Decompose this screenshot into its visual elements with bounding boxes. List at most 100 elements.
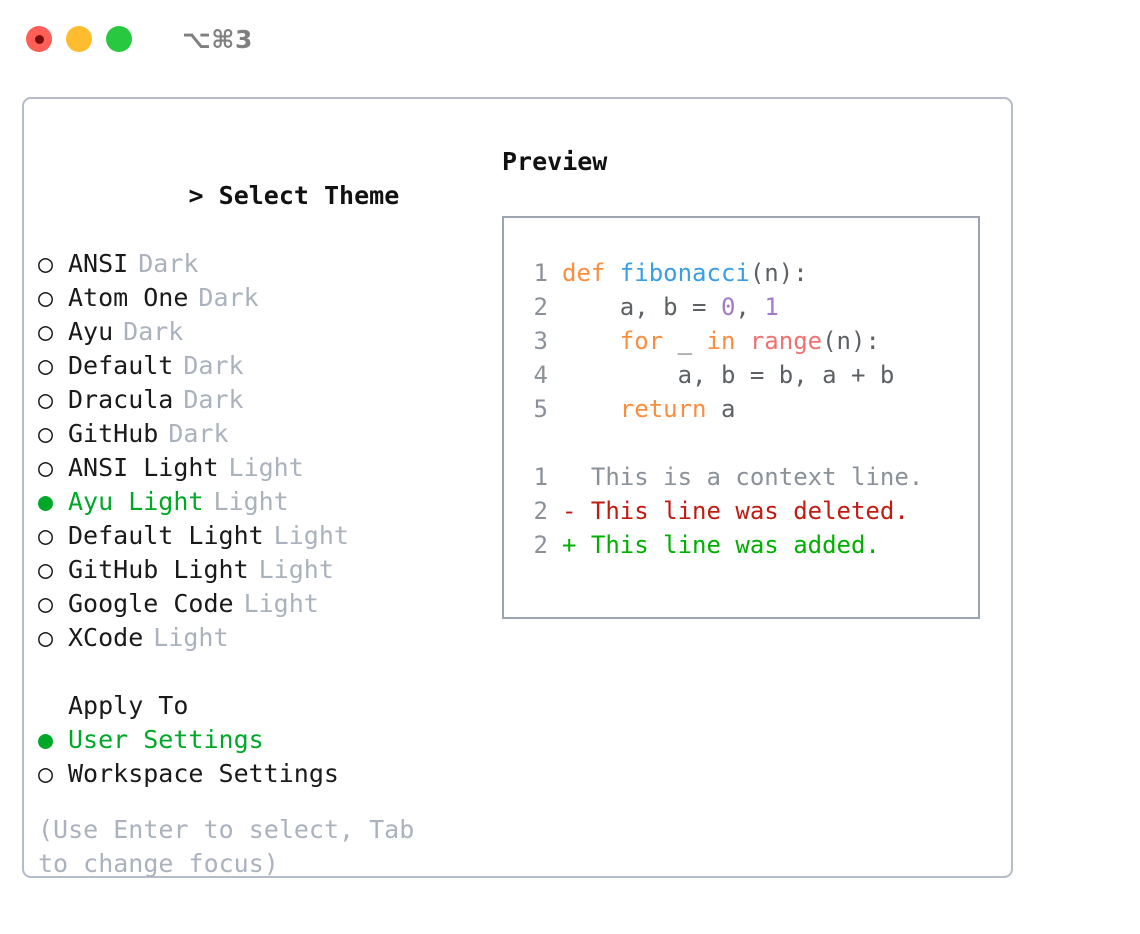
code-line: 1 def fibonacci(n):	[504, 256, 978, 290]
radio-unselected-icon: ○	[38, 453, 54, 482]
theme-variant-label: Light	[243, 589, 319, 618]
token-kw: def	[562, 259, 620, 287]
token-var: a, b =	[562, 293, 721, 321]
radio-unselected-icon: ○	[38, 283, 54, 312]
theme-variant-label: Light	[258, 555, 334, 584]
line-number: 2	[533, 293, 548, 321]
theme-option-github-light[interactable]: ○ GitHub Light Light	[38, 553, 498, 587]
theme-name: GitHub Light	[68, 555, 249, 584]
code-text: def fibonacci(n):	[562, 256, 808, 290]
theme-variant-label: Dark	[123, 317, 184, 346]
apply-option-workspace-settings[interactable]: ○ Workspace Settings	[38, 757, 498, 791]
token-var: _	[677, 327, 707, 355]
radio-unselected-icon: ○	[38, 419, 54, 448]
line-number: 2	[533, 531, 548, 559]
radio-unselected-icon: ○	[38, 759, 54, 788]
radio-unselected-icon: ○	[38, 249, 54, 278]
theme-option-google-code[interactable]: ○ Google Code Light	[38, 587, 498, 621]
line-number: 1	[533, 463, 548, 491]
minimize-button[interactable]	[66, 26, 92, 52]
keyboard-shortcut-label: ⌥⌘3	[182, 24, 253, 54]
diff-text: + This line was added.	[562, 531, 880, 559]
diff-text: - This line was deleted.	[562, 497, 909, 525]
apply-option-user-settings[interactable]: ● User Settings	[38, 723, 498, 757]
select-theme-heading: > Select Theme	[38, 145, 498, 247]
theme-option-github[interactable]: ○ GitHub Dark	[38, 417, 498, 451]
close-button[interactable]	[26, 26, 52, 52]
theme-name: Default	[68, 351, 174, 380]
theme-variant-label: Dark	[198, 283, 259, 312]
theme-variant-label: Light	[213, 487, 289, 516]
theme-variant-label: Light	[153, 623, 229, 652]
radio-unselected-icon: ○	[38, 555, 54, 584]
theme-name: Atom One	[68, 283, 189, 312]
token-num: 1	[764, 293, 779, 321]
token-punc: (n):	[749, 259, 808, 287]
code-line: 4 a, b = b, a + b	[504, 358, 978, 392]
code-text: a, b = b, a + b	[562, 358, 895, 392]
apply-option-label: Workspace Settings	[68, 759, 339, 788]
apply-option-label: User Settings	[68, 725, 264, 754]
radio-unselected-icon: ○	[38, 317, 54, 346]
theme-name: XCode	[68, 623, 144, 652]
token-var: a	[720, 395, 736, 423]
radio-selected-icon: ●	[38, 487, 54, 516]
theme-option-atom-one[interactable]: ○ Atom One Dark	[38, 281, 498, 315]
theme-name: Dracula	[68, 385, 174, 414]
radio-selected-icon: ●	[38, 725, 54, 754]
diff-line-add: 2 + This line was added.	[504, 528, 978, 562]
theme-name: ANSI	[68, 249, 129, 278]
token-call: range	[749, 327, 823, 355]
radio-unselected-icon: ○	[38, 521, 54, 550]
theme-name: Google Code	[68, 589, 234, 618]
diff-text: This is a context line.	[562, 463, 924, 491]
diff-sample: 1 This is a context line. 2 - This line wa…	[504, 460, 978, 562]
theme-name: Ayu	[68, 317, 114, 346]
code-text: return a	[562, 392, 736, 426]
line-number: 4	[533, 361, 548, 389]
line-number: 2	[533, 497, 548, 525]
token-punc: ,	[735, 293, 765, 321]
line-number: 3	[533, 327, 548, 355]
token-kw: return	[562, 395, 721, 423]
diff-line-ctx: 1 This is a context line.	[504, 460, 978, 494]
theme-variant-label: Light	[228, 453, 304, 482]
theme-name: ANSI Light	[68, 453, 219, 482]
code-text: a, b = 0, 1	[562, 290, 779, 324]
radio-unselected-icon: ○	[38, 623, 54, 652]
theme-name: Default Light	[68, 521, 264, 550]
diff-line-del: 2 - This line was deleted.	[504, 494, 978, 528]
apply-to-list: ● User Settings ○ Workspace Settings	[38, 723, 498, 791]
radio-unselected-icon: ○	[38, 589, 54, 618]
preview-heading: Preview	[502, 147, 608, 176]
theme-option-xcode[interactable]: ○ XCode Light	[38, 621, 498, 655]
maximize-button[interactable]	[106, 26, 132, 52]
token-fn: fibonacci	[619, 259, 750, 287]
help-text: (Use Enter to select, Tab to change focu…	[38, 815, 415, 878]
code-text: for _ in range(n):	[562, 324, 880, 358]
theme-variant-label: Dark	[168, 419, 229, 448]
title-bar: ⌥⌘3	[0, 0, 1140, 78]
token-var: a, b = b, a + b	[562, 361, 895, 389]
code-line: 3 for _ in range(n):	[504, 324, 978, 358]
line-number: 1	[533, 259, 548, 287]
theme-variant-label: Dark	[183, 351, 244, 380]
theme-option-ansi-light[interactable]: ○ ANSI Light Light	[38, 451, 498, 485]
theme-option-ayu[interactable]: ○ Ayu Dark	[38, 315, 498, 349]
theme-name: GitHub	[68, 419, 159, 448]
caret-icon: >	[188, 181, 204, 210]
code-line: 2 a, b = 0, 1	[504, 290, 978, 324]
theme-variant-label: Dark	[183, 385, 244, 414]
